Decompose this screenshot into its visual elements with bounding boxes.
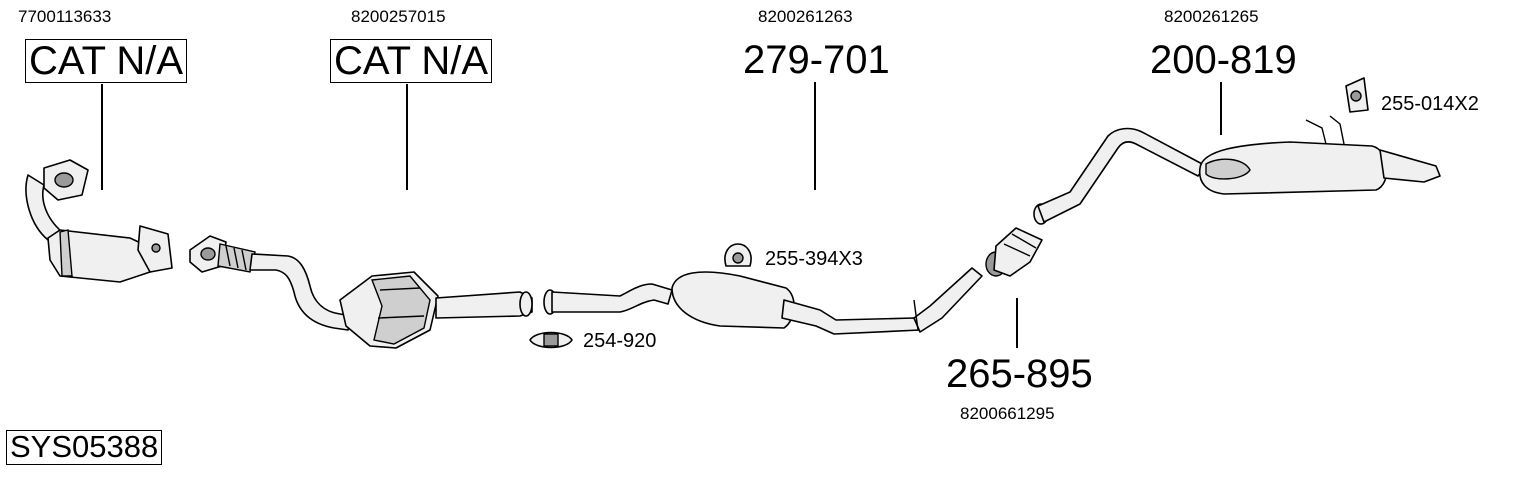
rear-clamp-drawing: [985, 227, 1043, 277]
front-clamp-part-code: 254-920: [583, 330, 657, 352]
front-catalyst-drawing: [25, 159, 173, 283]
rear-clamp-part-code: 265-895: [946, 352, 1093, 396]
front-clamp-drawing: [529, 331, 573, 349]
mid-silencer-part-code: 279-701: [743, 38, 890, 82]
diagram-code: SYS05388: [6, 430, 163, 465]
rear-silencer-drawing: [1033, 115, 1441, 225]
rear-hanger-part-code: 255-014X2: [1381, 93, 1479, 115]
mid-silencer-oem-number: 8200261263: [758, 7, 853, 26]
rear-hanger-drawing: [1345, 77, 1369, 113]
mid-hanger-drawing: [724, 243, 752, 267]
rear-clamp-oem-number: 8200661295: [960, 404, 1055, 423]
second-catalyst-drawing: [189, 235, 533, 349]
cat2-oem-number: 8200257015: [351, 7, 446, 26]
cat1-part-code: CAT N/A: [25, 39, 188, 83]
cat1-oem-number: 7700113633: [18, 7, 112, 26]
rear-silencer-part-code: 200-819: [1150, 38, 1297, 82]
rear-silencer-oem-number: 8200261265: [1164, 7, 1259, 26]
mid-hanger-part-code: 255-394X3: [765, 248, 863, 270]
middle-silencer-drawing: [543, 267, 983, 335]
cat2-part-code: CAT N/A: [330, 39, 493, 83]
